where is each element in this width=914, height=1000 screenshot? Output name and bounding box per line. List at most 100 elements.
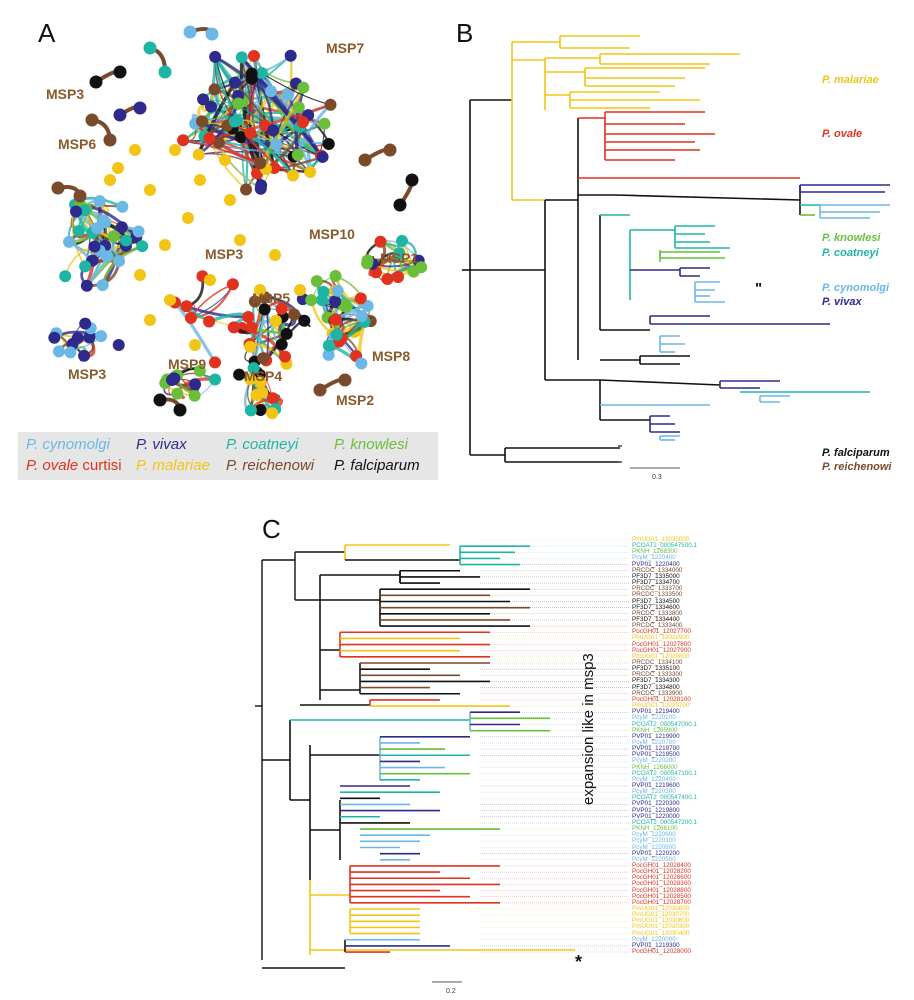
network-node (244, 373, 257, 386)
network-node (104, 174, 116, 186)
network-node (73, 189, 87, 203)
panel-label-b: B (456, 18, 474, 48)
network-node (247, 49, 260, 62)
tree-branch (599, 379, 721, 386)
network-node (254, 376, 267, 389)
network-node (203, 315, 216, 328)
network-node (266, 407, 279, 420)
network-node (329, 270, 342, 283)
network-node (254, 157, 267, 170)
network-node (233, 368, 246, 381)
network-node (275, 302, 288, 315)
leaf-label: PocGH01_12028600 (632, 874, 691, 882)
leaf-label: PcyM_1220800 (632, 843, 676, 851)
leaf-label: PocGH01_12028300 (632, 880, 691, 888)
species-label-coatneyi: P. coatneyi (822, 247, 879, 259)
leaf-label: PcyM_1220000 (632, 935, 676, 943)
legend-knowlesi: P. knowlesi (334, 436, 408, 453)
network-node (298, 314, 311, 327)
leaf-label: PcyM_1220100 (632, 837, 676, 845)
network-node (88, 240, 101, 253)
leaf-label: PKNH_1265900 (632, 726, 678, 734)
network-node (153, 393, 167, 407)
network-node (269, 314, 282, 327)
network-node (115, 221, 128, 234)
scale-bar-label-b: 0.3 (652, 474, 662, 481)
network-node (134, 269, 146, 281)
leaf-label: PcyM_1220300 (632, 788, 676, 796)
network-node (247, 362, 260, 375)
network-node (269, 249, 281, 261)
network-node (171, 387, 184, 400)
leaf-label: PF3D7_1335100 (632, 665, 680, 673)
network-edge (214, 55, 302, 128)
network-node (180, 300, 193, 313)
leaf-label: PF3D7_1334700 (632, 579, 680, 587)
network-node (256, 386, 269, 399)
network-node (407, 265, 420, 278)
network-node (192, 148, 205, 161)
network-node (228, 115, 241, 128)
network-node (193, 364, 206, 377)
msp-label: MSP9 (168, 356, 207, 372)
network-node (294, 284, 306, 296)
network-node (240, 183, 253, 196)
network-node (275, 338, 288, 351)
network-node (91, 222, 104, 235)
network-node (251, 167, 264, 180)
leaf-label: PRCDC_1333800 (632, 609, 683, 617)
network-node (70, 205, 83, 218)
msp-label: MSP3 (68, 366, 107, 382)
species-label-vivax: P. vivax (822, 296, 862, 308)
network-node (292, 101, 305, 114)
leaf-label: PmUG01_12030400 (632, 929, 690, 937)
network-node (264, 85, 277, 98)
network-node (158, 65, 172, 79)
network-node (204, 274, 216, 286)
network-node (297, 81, 310, 94)
network-node (361, 254, 374, 267)
species-label-cynomolgi: P. cynomolgi (822, 282, 890, 294)
network-node (234, 131, 247, 144)
msp-label: MSP6 (58, 136, 97, 152)
leaf-label: PRCDC_1333700 (632, 585, 683, 593)
leaf-label: PVP01_1220000 (632, 812, 680, 820)
network-node (374, 235, 387, 248)
network-node (212, 136, 225, 149)
network-node (296, 116, 309, 129)
network-node (209, 373, 222, 386)
network-node (244, 126, 257, 139)
network-node (254, 182, 267, 195)
leaf-label: PmUG01_12029700 (632, 702, 690, 710)
leaf-label: PF3D7_1334300 (632, 677, 680, 685)
network-node (338, 373, 352, 387)
network-node (331, 284, 344, 297)
network-node (304, 166, 317, 179)
network-node (284, 49, 297, 62)
leaf-label: PCOAT2_000547000.1 (632, 720, 697, 728)
network-node (116, 200, 129, 213)
network-node (224, 194, 236, 206)
network-node (229, 76, 242, 89)
leaf-label: PF3D7_1334800 (632, 683, 680, 691)
network-node (322, 339, 335, 352)
leaf-label: PcyM_1220400 (632, 775, 676, 783)
network-node (184, 311, 197, 324)
network-node (63, 235, 76, 248)
network-node (48, 331, 61, 344)
msp-label: MSP7 (326, 40, 365, 56)
network-node (205, 27, 219, 41)
network-node (78, 349, 91, 362)
leaf-label: PVP01_1219700 (632, 745, 680, 753)
network-node (169, 144, 181, 156)
network-node (254, 284, 266, 296)
network-node (322, 348, 335, 361)
network-node (245, 67, 258, 80)
network-node (177, 134, 190, 147)
network-node (258, 303, 271, 316)
network-node (393, 198, 407, 212)
network-node (244, 404, 257, 417)
network-node (244, 340, 257, 353)
leaf-label: PF3D7_1334500 (632, 597, 680, 605)
network-node (164, 294, 176, 306)
